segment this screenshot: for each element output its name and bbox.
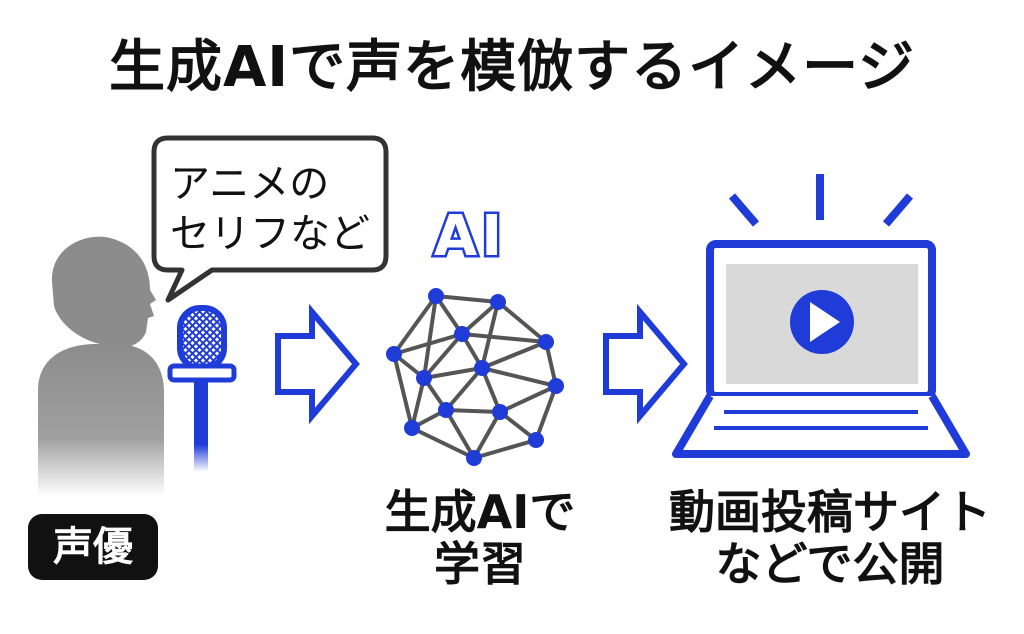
caption-ai-line1: 生成AIで	[384, 485, 576, 539]
caption-video-site: 動画投稿サイト などで公開	[640, 486, 1020, 590]
laptop-icon	[672, 174, 970, 458]
speech-bubble	[151, 135, 389, 303]
person-badge: 声優	[28, 514, 158, 580]
caption-ai-line2: 学習	[434, 537, 526, 591]
speech-bubble-line1: アニメの	[170, 161, 330, 207]
caption-site-line2: などで公開	[715, 537, 945, 591]
diagram-title: 生成AIで声を模倣するイメージ	[108, 35, 916, 100]
play-icon	[790, 290, 854, 354]
caption-ai-learning: 生成AIで 学習	[350, 486, 610, 590]
caption-site-line1: 動画投稿サイト	[669, 485, 991, 539]
person-silhouette-icon	[38, 236, 164, 496]
speech-bubble-line2: セリフなど	[170, 211, 370, 257]
microphone-icon	[167, 305, 237, 472]
arrow-right-icon	[275, 303, 360, 425]
arrow-right-icon	[603, 303, 688, 425]
attention-lines	[728, 174, 914, 227]
ai-label: AI	[431, 202, 507, 272]
neural-network-nodes	[386, 288, 564, 466]
